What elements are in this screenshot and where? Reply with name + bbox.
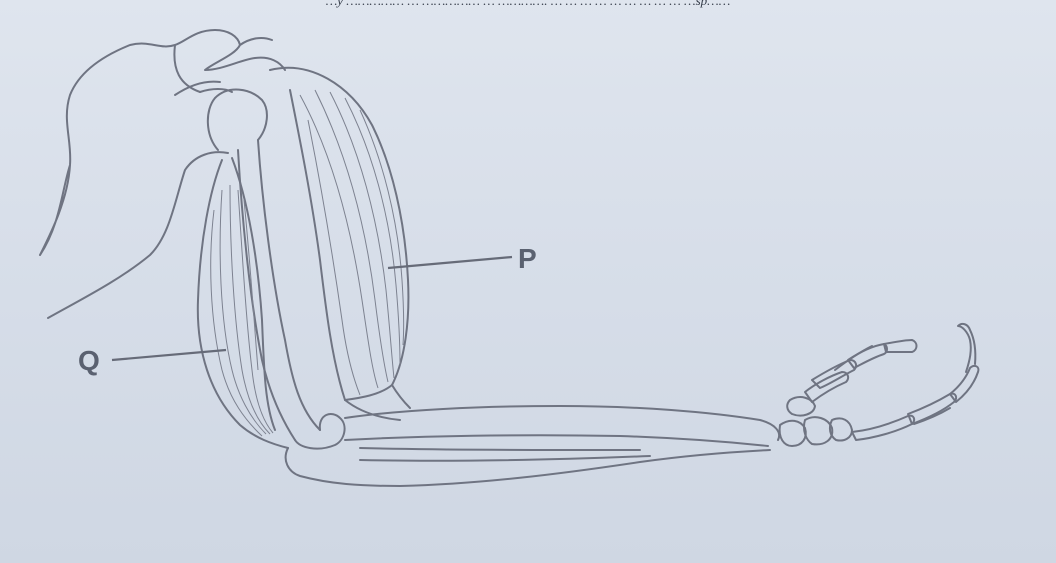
label-q-leader — [112, 350, 226, 360]
biceps-fibers — [300, 90, 404, 395]
scapula-lower-edge — [48, 152, 228, 318]
humerus-shaft-front — [258, 140, 320, 430]
olecranon — [286, 448, 770, 486]
triceps-outline-outer — [198, 160, 288, 448]
radius — [345, 406, 779, 446]
biceps-outline-outer — [270, 68, 408, 400]
label-q: Q — [78, 345, 100, 376]
label-p: P — [518, 243, 537, 274]
ulna — [360, 448, 650, 461]
elbow-joint — [295, 414, 345, 449]
biceps-outline-inner — [290, 90, 345, 400]
carpals — [780, 397, 852, 446]
scapula — [40, 30, 285, 255]
